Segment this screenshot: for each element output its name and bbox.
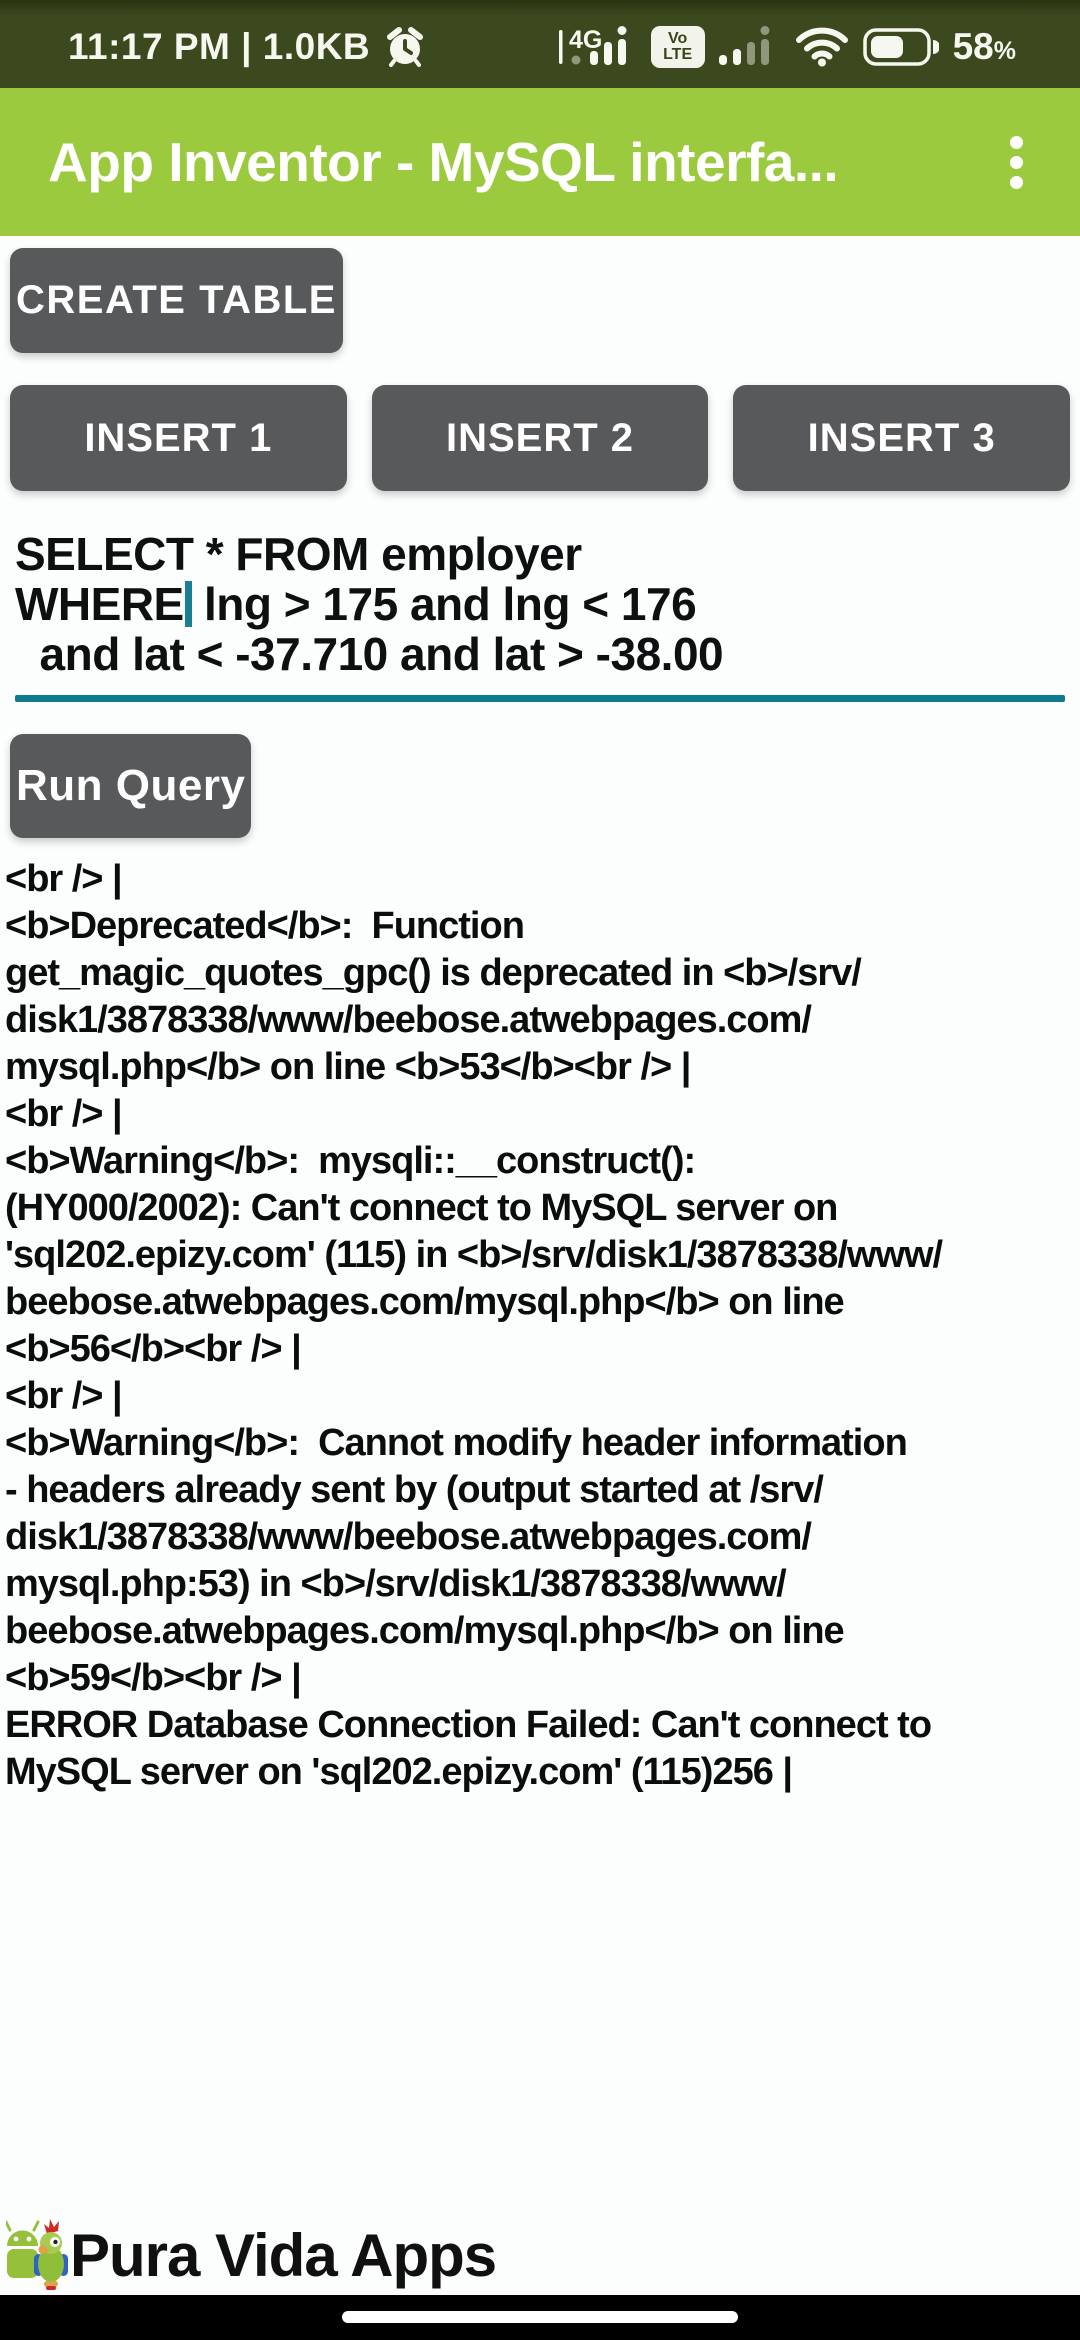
query-line-1: SELECT * FROM employer [15, 528, 582, 580]
text-cursor [184, 581, 192, 627]
insert-button-row: INSERT 1 INSERT 2 INSERT 3 [10, 385, 1071, 491]
signal-strength-sim1-icon: 4G [558, 26, 627, 65]
battery-percent: 58% [952, 26, 1016, 67]
home-indicator[interactable] [342, 2311, 738, 2323]
query-line-2: WHERE lng > 175 and lng < 176 [15, 578, 697, 630]
system-nav-bar [0, 2295, 1080, 2340]
input-underline [15, 695, 1065, 702]
wifi-icon [795, 27, 848, 67]
insert-2-button[interactable]: INSERT 2 [371, 385, 709, 491]
volte-badge: Vo LTE [650, 26, 705, 68]
kebab-menu-icon[interactable] [988, 126, 1044, 198]
status-bar: 11:17 PM | 1.0KB 4G Vo LTE [0, 0, 1080, 88]
app-title: App Inventor - MySQL interfa... [48, 131, 839, 193]
brand-text: Pura Vida Apps [70, 2222, 497, 2289]
footer-brand: Pura Vida Apps [6, 2212, 497, 2292]
status-left: 11:17 PM | 1.0KB [68, 26, 426, 68]
main-content: CREATE TABLE INSERT 1 INSERT 2 INSERT 3 … [0, 236, 1080, 1796]
run-query-button[interactable]: Run Query [10, 734, 252, 838]
status-right: 4G Vo LTE [558, 26, 1016, 68]
insert-3-button[interactable]: INSERT 3 [733, 385, 1071, 491]
query-output: <br /> | <b>Deprecated</b>: Function get… [5, 858, 943, 1793]
svg-text:4G: 4G [569, 26, 602, 54]
status-time-and-data: 11:17 PM | 1.0KB [68, 26, 371, 67]
alarm-icon [387, 27, 424, 67]
app-bar: App Inventor - MySQL interfa... [0, 88, 1080, 236]
query-line-3: and lat < -37.710 and lat > -38.00 [15, 628, 724, 680]
query-input[interactable]: SELECT * FROM employer WHERE lng > 175 a… [15, 529, 1065, 702]
insert-1-button[interactable]: INSERT 1 [10, 385, 347, 491]
android-parrot-logo [6, 2219, 68, 2290]
signal-strength-sim2-icon [718, 26, 770, 65]
create-table-button[interactable]: CREATE TABLE [10, 248, 343, 353]
battery-icon [862, 28, 939, 66]
